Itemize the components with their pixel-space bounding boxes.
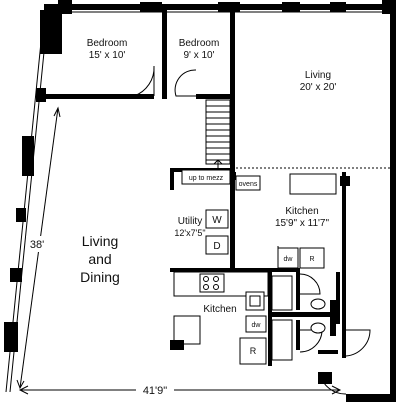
burner-4 — [213, 284, 219, 290]
lower-left-block — [170, 340, 184, 350]
left-pillar-1 — [40, 10, 62, 54]
living-name: Living — [305, 70, 331, 81]
left-pillar-4 — [16, 208, 26, 222]
fridge-lower-label: R — [250, 346, 257, 356]
burner-3 — [203, 284, 209, 290]
bedroom1-name: Bedroom — [87, 38, 128, 49]
living-left-wall — [230, 10, 235, 272]
lower-kitchen-right-wall — [268, 272, 272, 366]
sink-basin — [249, 295, 261, 307]
bathtub-1 — [271, 275, 293, 311]
bedroom2-size: 9' x 10' — [183, 50, 214, 61]
column-5 — [40, 88, 46, 98]
living-divider-lower — [342, 172, 346, 358]
dw-lower-label: dw — [252, 322, 262, 329]
island-upper — [289, 173, 337, 195]
fixtures — [173, 169, 337, 365]
fridge-upper-box — [299, 247, 325, 269]
bottom-right-wall — [346, 394, 396, 402]
utility-size: 12'x7'5" — [174, 228, 205, 238]
up-to-mezz-label: up to mezz — [189, 175, 224, 182]
living-door — [345, 329, 371, 357]
bath-divider-1 — [268, 312, 334, 317]
top-pillar-4 — [282, 2, 300, 12]
bedroom1-size: 15' x 10' — [89, 50, 126, 61]
dw-upper-box — [277, 247, 299, 269]
bedroom2-door — [174, 69, 197, 97]
right-wall — [390, 8, 396, 402]
toilet-2 — [310, 322, 326, 334]
vertical-arrow-top — [53, 106, 61, 118]
living-dining-line3: Dining — [80, 269, 120, 285]
horizontal-dimension-label: 41'9" — [143, 385, 167, 397]
column-2 — [340, 176, 350, 186]
utility-bottom-wall — [170, 268, 300, 272]
dim-label-bg-horizontal — [136, 382, 174, 398]
kitchen-lower-name: Kitchen — [203, 304, 236, 315]
left-pillar-5 — [10, 268, 22, 282]
top-pillar-2 — [140, 2, 162, 12]
kitchen-upper-name: Kitchen — [285, 206, 318, 217]
top-pillar-3 — [218, 2, 240, 12]
bedroom1-door — [133, 65, 155, 97]
bath-right-wall-2 — [296, 320, 300, 350]
washer-box — [205, 209, 229, 229]
utility-left-wall — [170, 168, 174, 190]
bedroom-bottom-wall — [44, 94, 154, 99]
dryer-label: D — [213, 241, 220, 252]
left-window-line-1 — [5, 11, 45, 393]
bedroom-divider-wall — [162, 10, 167, 99]
fridge-lower-box — [239, 337, 267, 365]
top-pillar-5 — [330, 2, 346, 12]
bath-block-right — [330, 300, 336, 336]
vertical-arrow-bottom — [16, 379, 25, 390]
kitchen-upper-size: 15'9" x 11'7" — [275, 218, 330, 229]
living-dining-line2: and — [88, 251, 111, 267]
windows — [5, 11, 382, 393]
bath-corner — [318, 350, 338, 354]
living-dining-line1: Living — [82, 233, 119, 249]
left-window-line-2 — [9, 11, 49, 393]
vertical-dimension-label: 38' — [30, 239, 44, 251]
column-1 — [228, 172, 236, 180]
column-4 — [318, 372, 332, 384]
ovens-box — [235, 175, 261, 191]
bedroom2-bottom-wall — [196, 94, 232, 99]
washer-label: W — [212, 215, 222, 226]
dim-label-bg-vertical — [26, 236, 48, 252]
bedroom2-name: Bedroom — [179, 38, 220, 49]
bath-right-wall — [296, 272, 300, 310]
burner-1 — [203, 276, 209, 282]
stairs-arrow — [213, 159, 223, 168]
ovens-label: ovens — [239, 181, 258, 188]
dw-lower-box — [245, 315, 267, 333]
entry-door — [319, 373, 347, 395]
fridge-upper-label: R — [309, 256, 314, 263]
bath1-door — [299, 273, 321, 295]
doors — [133, 65, 371, 395]
dryer-box — [205, 235, 229, 255]
toilet-1 — [310, 298, 326, 310]
stairs — [205, 99, 231, 168]
living-size: 20' x 20' — [300, 82, 337, 93]
walls — [4, 0, 396, 402]
bathtub-2 — [271, 319, 293, 361]
island-lower — [173, 315, 201, 345]
stove-box — [199, 273, 225, 293]
dw-upper-label: dw — [284, 256, 294, 263]
utility-name: Utility — [178, 216, 202, 227]
horizontal-arrow-left — [18, 385, 29, 395]
up-to-mezz-box — [181, 169, 231, 185]
horizontal-arrow-right — [331, 385, 342, 395]
burner-2 — [213, 276, 219, 282]
entry-wall — [336, 272, 340, 324]
